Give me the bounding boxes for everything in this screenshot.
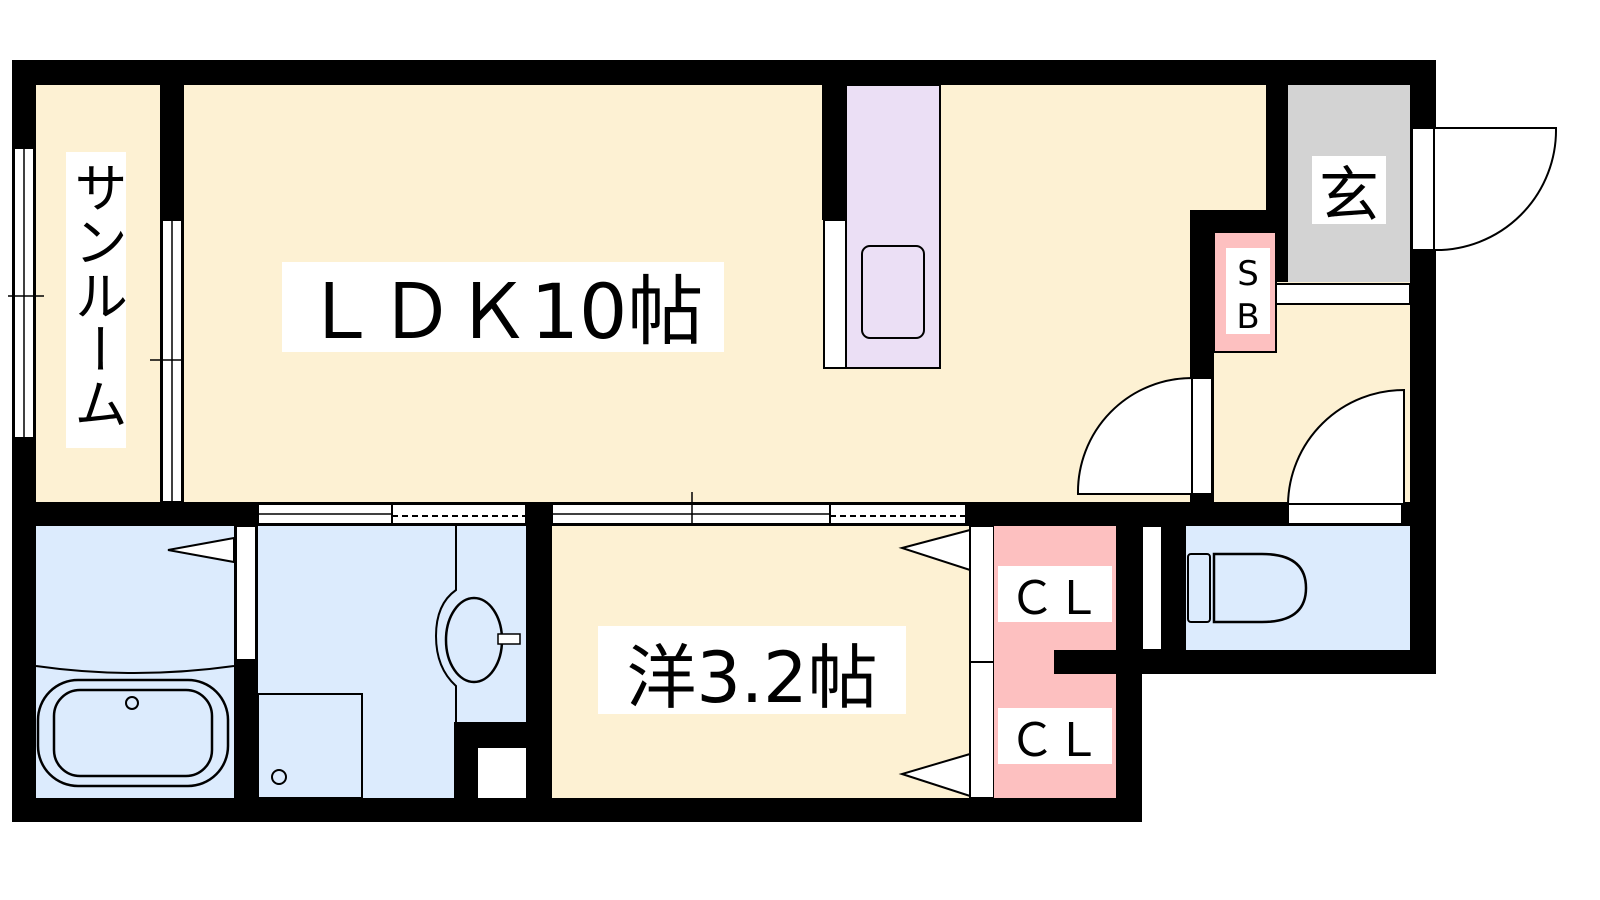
bathroom-door[interactable] <box>167 536 235 564</box>
pipe-space <box>478 748 526 798</box>
ldk-door[interactable] <box>1076 376 1193 495</box>
sunroom-label: サンルーム <box>65 160 128 430</box>
closet-door-upper[interactable] <box>898 528 971 572</box>
kitchen-sink <box>861 245 925 339</box>
western-room-label: 洋3.2帖 <box>626 637 877 719</box>
closet-door-lower[interactable] <box>898 752 971 798</box>
bathroom-floor <box>36 526 234 798</box>
closet-upper-label: ＣＬ <box>1009 571 1101 625</box>
toilet-floor <box>1186 526 1410 650</box>
shoe-box-label-top: S <box>1237 254 1259 294</box>
ldk-floor <box>184 85 1266 502</box>
washing-machine-area <box>257 693 363 799</box>
ldk-label: ＬＤＫ10帖 <box>303 267 704 356</box>
shoe-box-label-bottom: B <box>1236 297 1259 337</box>
toilet-bowl <box>1212 552 1308 624</box>
entrance-label: 玄 <box>1319 161 1379 231</box>
entrance-door-frame <box>1411 127 1435 251</box>
entrance-door[interactable] <box>1433 127 1558 252</box>
toilet-door[interactable] <box>1286 388 1405 505</box>
closet-lower-label: ＣＬ <box>1009 713 1101 767</box>
bathtub <box>36 678 230 788</box>
